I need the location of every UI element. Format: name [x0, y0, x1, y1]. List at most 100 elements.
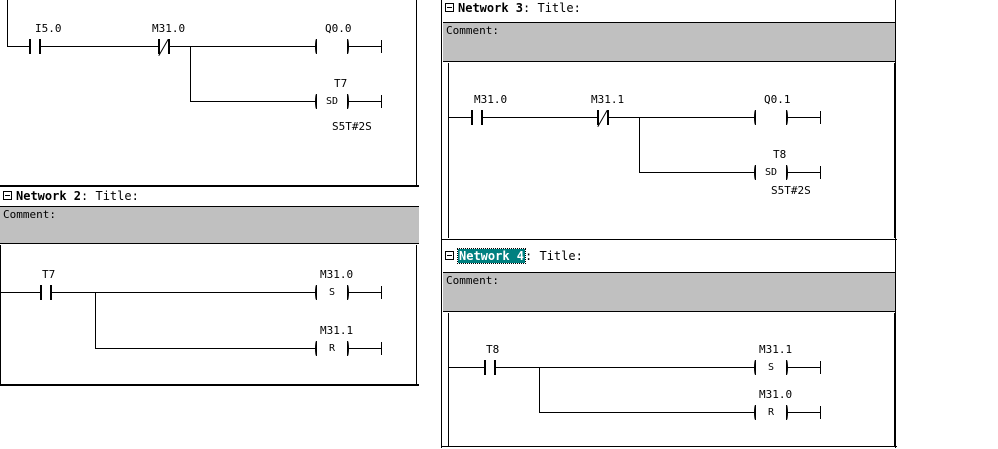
network-4-title[interactable]: Network 4: Title:: [456, 248, 583, 264]
collapse-icon-n3[interactable]: [445, 3, 454, 12]
rung-end-tick-n2-reset: [381, 342, 382, 355]
timer-label-t7: T7: [334, 77, 348, 90]
network-2-title-suffix: : Title:: [81, 189, 139, 203]
network-2-top-border: [0, 185, 419, 187]
coil-m310-reset[interactable]: R: [754, 405, 788, 420]
contact-no-t7-n2[interactable]: [40, 285, 52, 300]
collapse-icon-n2[interactable]: [3, 191, 12, 200]
contact-label-m310-n3: M31.0: [474, 93, 508, 106]
power-rail-right-n3: [894, 63, 895, 238]
rung-line-n1: [7, 46, 29, 47]
rung-end-tick-n3: [820, 111, 821, 124]
timer-coil-t8-sd[interactable]: SD: [754, 165, 788, 180]
coil-q00[interactable]: [315, 39, 349, 54]
branch-line-n4: [539, 412, 754, 413]
contact-no-i50[interactable]: [29, 39, 41, 54]
rung-line-n2-b: [52, 292, 315, 293]
contact-label-i50: I5.0: [35, 22, 62, 35]
network-4-comment-text: Comment:: [446, 274, 499, 287]
coil-label-q00: Q0.0: [325, 22, 352, 35]
timer-param-t8: S5T#2S: [771, 184, 811, 197]
timer-end-tick-n3: [820, 166, 821, 179]
contact-label-t7-n2: T7: [42, 268, 56, 281]
network-3-comment-text: Comment:: [446, 24, 499, 37]
network-2-label: Network 2: [16, 189, 82, 203]
collapse-icon-n4[interactable]: [445, 251, 454, 260]
rung-line-n3-b: [483, 117, 597, 118]
power-rail-right-n1: [416, 0, 417, 185]
network-2-header[interactable]: Network 2: Title:: [0, 187, 419, 207]
coil-symbol-m311-set: S: [767, 362, 775, 373]
coil-label-m310-set: M31.0: [320, 268, 354, 281]
network-3-title-suffix: : Title:: [523, 1, 581, 15]
rung-line-n3-a: [448, 117, 471, 118]
coil-label-m311-set: M31.1: [759, 343, 793, 356]
power-rail-left-n2: [0, 245, 1, 385]
branch-vertical-n2: [95, 292, 96, 348]
rung-end-tick-n4: [820, 361, 821, 374]
network-4-bottom-border: [442, 446, 897, 447]
timer-end-tick-n1: [381, 95, 382, 108]
rung-line-n1-c: [170, 46, 315, 47]
coil-m311-set[interactable]: S: [754, 360, 788, 375]
ladder-panel-right[interactable]: Network 3: Title: Comment: M31.0 M31.1 Q…: [441, 0, 897, 448]
rung-tail-n4-reset: [788, 412, 821, 413]
coil-m310-set[interactable]: S: [315, 285, 349, 300]
rung-line-n3-d: [788, 117, 821, 118]
timer-rung-tail-n1: [349, 101, 382, 102]
timer-coil-symbol-t8: SD: [764, 167, 778, 178]
rung-line-n3-c: [609, 117, 754, 118]
network-3-title[interactable]: Network 3: Title:: [458, 1, 581, 15]
contact-nc-m311-n3[interactable]: [597, 110, 609, 127]
coil-m311-reset[interactable]: R: [315, 341, 349, 356]
coil-label-m310-reset: M31.0: [759, 388, 793, 401]
coil-symbol-m310-set: S: [328, 287, 336, 298]
rung-line-n1-d: [349, 46, 382, 47]
network-3-comment-band[interactable]: Comment:: [443, 22, 895, 62]
timer-coil-t7-sd[interactable]: SD: [315, 94, 349, 109]
rung-tail-n2-reset: [349, 348, 382, 349]
coil-label-m311-reset: M31.1: [320, 324, 354, 337]
network-4-label-selected[interactable]: Network 4: [456, 248, 527, 264]
coil-symbol-m311-reset: R: [328, 343, 336, 354]
network-4-comment-band[interactable]: Comment:: [443, 272, 895, 312]
network-2-title[interactable]: Network 2: Title:: [16, 189, 139, 203]
rung-line-n1-b: [41, 46, 158, 47]
power-rail-right-n4: [894, 313, 895, 446]
contact-label-t8-n4: T8: [486, 343, 500, 356]
network-2-comment-band[interactable]: Comment:: [0, 206, 419, 244]
coil-symbol-m310-reset: R: [767, 407, 775, 418]
rung-end-tick-n1: [381, 40, 382, 53]
contact-nc-m310[interactable]: [158, 39, 170, 56]
contact-no-m310-n3[interactable]: [471, 110, 483, 125]
contact-no-t8-n4[interactable]: [484, 360, 496, 375]
branch-vertical-n4: [539, 367, 540, 412]
timer-param-t7: S5T#2S: [332, 120, 372, 133]
network-2-bottom-border: [0, 384, 419, 386]
network-4-title-suffix: : Title:: [525, 249, 583, 263]
power-rail-right-n2: [416, 245, 417, 385]
contact-label-m310: M31.0: [152, 22, 186, 35]
branch-vertical-n3: [639, 117, 640, 172]
network-3-bottom-border: [442, 239, 897, 240]
contact-label-m311-n3: M31.1: [591, 93, 625, 106]
ladder-panel-left[interactable]: I5.0 M31.0 Q0.0 T7 SD S5T#2S Ne: [0, 0, 419, 386]
rung-line-n4-c: [788, 367, 821, 368]
network-3-label: Network 3: [458, 1, 524, 15]
timer-coil-symbol-t7: SD: [325, 96, 339, 107]
branch-line-n1: [190, 101, 315, 102]
power-rail-left-n3: [448, 63, 449, 238]
rung-line-n2-a: [0, 292, 40, 293]
network-4-header[interactable]: Network 4: Title:: [442, 248, 895, 268]
rung-end-tick-n4-reset: [820, 406, 821, 419]
branch-line-n2: [95, 348, 315, 349]
rung-line-n2-c: [349, 292, 382, 293]
branch-vertical-n1: [190, 46, 191, 101]
power-rail-left-n4: [448, 313, 449, 446]
coil-label-q01: Q0.1: [764, 93, 791, 106]
power-rail-left-n1: [7, 0, 8, 46]
rung-end-tick-n2: [381, 286, 382, 299]
network-3-header[interactable]: Network 3: Title:: [442, 0, 895, 20]
coil-q01[interactable]: [754, 110, 788, 125]
network-2-comment-text: Comment:: [3, 208, 56, 221]
